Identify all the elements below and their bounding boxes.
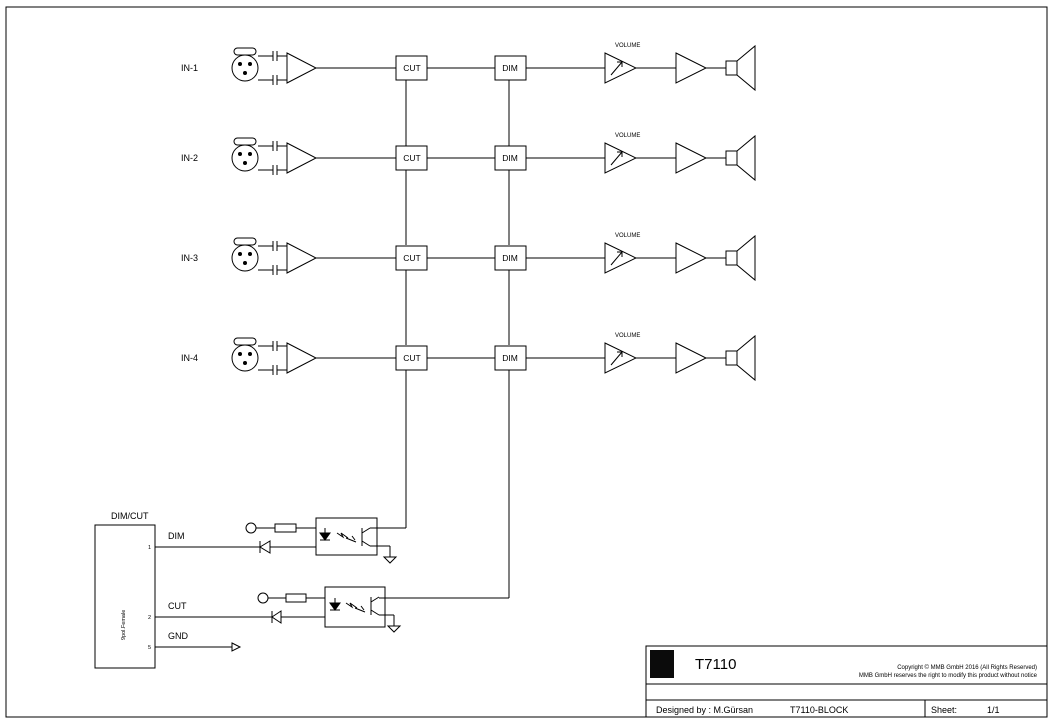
cut-block-label: CUT <box>403 253 420 263</box>
model-number: T7110 <box>695 656 736 673</box>
cut-block <box>395 245 428 271</box>
copyright-text: Copyright © MMB GmbH 2016 (All Rights Re… <box>897 664 1037 671</box>
pin-number-cut: 2 <box>148 615 151 621</box>
supply-terminal-icon <box>245 522 257 534</box>
pin-number-dim: 1 <box>148 545 151 551</box>
pin-signal-cut: CUT <box>168 601 187 611</box>
pin-signal-gnd: GND <box>168 631 189 641</box>
input-amplifier-icon <box>286 142 318 174</box>
power-amplifier-icon <box>675 342 708 374</box>
cut-block <box>395 345 428 371</box>
adjust-arrow-icon <box>610 251 623 266</box>
control-buses <box>405 80 510 598</box>
xlr-connector-icon <box>231 47 259 82</box>
sheet-label: Sheet: <box>931 705 957 715</box>
resistor-icon <box>285 593 307 603</box>
volume-label: VOLUME <box>615 133 640 139</box>
optocoupler-dim <box>245 517 406 564</box>
volume-label: VOLUME <box>615 333 640 339</box>
cut-block-label: CUT <box>403 153 420 163</box>
designer-text: Designed by : M.Gürsan <box>656 705 753 715</box>
light-arrow-icon <box>345 602 366 613</box>
channel-input-label: IN-3 <box>181 253 198 263</box>
cut-block-label: CUT <box>403 353 420 363</box>
connector-title: DIM/CUT <box>111 511 149 521</box>
xlr-connector-icon <box>231 337 259 372</box>
phototransistor-icon <box>370 596 380 616</box>
coupling-capacitor-icon <box>258 241 287 275</box>
channel-input-label: IN-4 <box>181 353 198 363</box>
dim-block-label: DIM <box>502 353 518 363</box>
volume-amplifier-icon <box>604 342 638 374</box>
power-amplifier-icon <box>675 242 708 274</box>
dim-block-label: DIM <box>502 153 518 163</box>
pin-signal-dim: DIM <box>168 531 185 541</box>
adjust-arrow-icon <box>610 351 623 366</box>
title-block: T7110 Copyright © MMB GmbH 2016 (All Rig… <box>645 645 1048 718</box>
dim-cut-connector: DIM/CUT 9pol.Female 1 2 5 DIM CUT GND <box>94 511 272 669</box>
channel-row: IN-4 CUT DIM VOLUME <box>181 333 756 382</box>
diode-icon <box>271 610 282 624</box>
connector-body <box>94 524 156 669</box>
dim-block-label: DIM <box>502 253 518 263</box>
ground-symbol-icon <box>382 556 398 564</box>
power-amplifier-icon <box>675 142 708 174</box>
cut-block-label: CUT <box>403 63 420 73</box>
power-amplifier-icon <box>675 52 708 84</box>
channel-row: IN-2 CUT DIM VOLUME <box>181 133 756 182</box>
channel-input-label: IN-2 <box>181 153 198 163</box>
input-amplifier-icon <box>286 52 318 84</box>
optocoupler-cut <box>257 586 509 633</box>
cut-block <box>395 145 428 171</box>
loudspeaker-icon <box>725 234 756 282</box>
volume-amplifier-icon <box>604 52 638 84</box>
notice-text: MMB GmbH reserves the right to modify th… <box>859 673 1038 679</box>
channel-input-label: IN-1 <box>181 63 198 73</box>
volume-amplifier-icon <box>604 242 638 274</box>
resistor-icon <box>274 523 297 533</box>
volume-amplifier-icon <box>604 142 638 174</box>
drawing-name: T7110-BLOCK <box>790 705 848 715</box>
volume-label: VOLUME <box>615 43 640 49</box>
volume-label: VOLUME <box>615 233 640 239</box>
dim-block <box>494 145 527 171</box>
adjust-arrow-icon <box>610 61 623 76</box>
ground-arrow-icon <box>231 642 242 652</box>
input-amplifier-icon <box>286 342 318 374</box>
diode-icon <box>259 540 271 554</box>
channel-row: IN-3 CUT DIM VOLUME <box>181 233 756 282</box>
sheet-value: 1/1 <box>987 705 1000 715</box>
coupling-capacitor-icon <box>258 51 287 85</box>
dim-block-label: DIM <box>502 63 518 73</box>
input-amplifier-icon <box>286 242 318 274</box>
pin-number-gnd: 5 <box>148 645 151 651</box>
ground-symbol-icon <box>386 625 402 633</box>
loudspeaker-icon <box>725 334 756 382</box>
connector-type-label: 9pol.Female <box>121 610 127 640</box>
coupling-capacitor-icon <box>258 141 287 175</box>
adjust-arrow-icon <box>610 151 623 166</box>
channel-row: IN-1 CUT DIM VOLUME <box>181 43 756 92</box>
xlr-connector-icon <box>231 237 259 272</box>
loudspeaker-icon <box>725 134 756 182</box>
light-arrow-icon <box>336 532 357 543</box>
supply-terminal-icon <box>257 592 269 604</box>
loudspeaker-icon <box>725 44 756 92</box>
dim-block <box>494 55 527 81</box>
company-logo <box>650 650 674 678</box>
coupling-capacitor-icon <box>258 341 287 375</box>
drawing-frame <box>5 6 1048 718</box>
xlr-connector-icon <box>231 137 259 172</box>
phototransistor-icon <box>361 527 371 547</box>
